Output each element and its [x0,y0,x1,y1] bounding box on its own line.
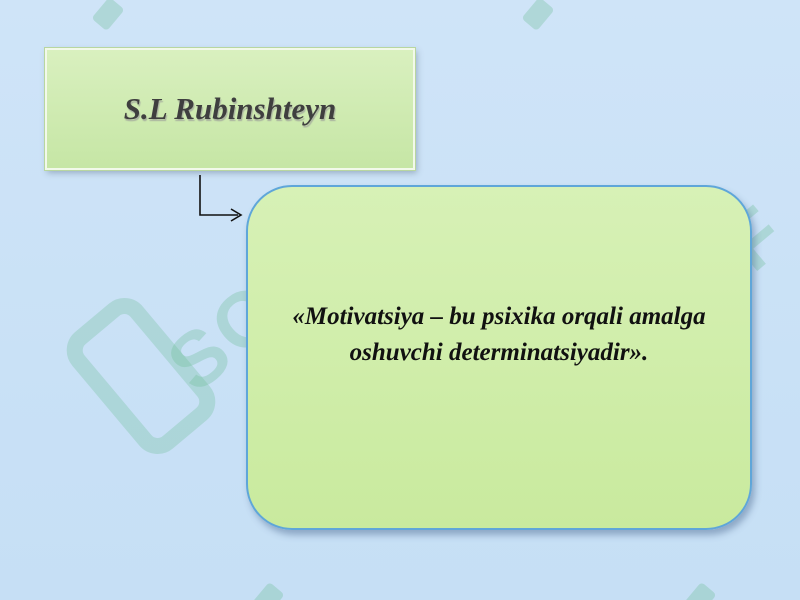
title-text: S.L Rubinshteyn [123,91,337,126]
title-box: S.L Rubinshteyn [45,48,415,170]
watermark-fragment-icon [251,581,285,600]
quote-box: «Motivatsiya – bu psixika orqali amalga … [246,185,752,530]
watermark-fragment-icon [521,0,555,32]
quote-text: «Motivatsiya – bu psixika orqali amalga … [292,302,706,366]
watermark-fragment-icon [683,581,717,600]
connector-line [199,175,238,216]
arrow-head-icon [230,208,243,222]
watermark-fragment-icon [91,0,125,32]
